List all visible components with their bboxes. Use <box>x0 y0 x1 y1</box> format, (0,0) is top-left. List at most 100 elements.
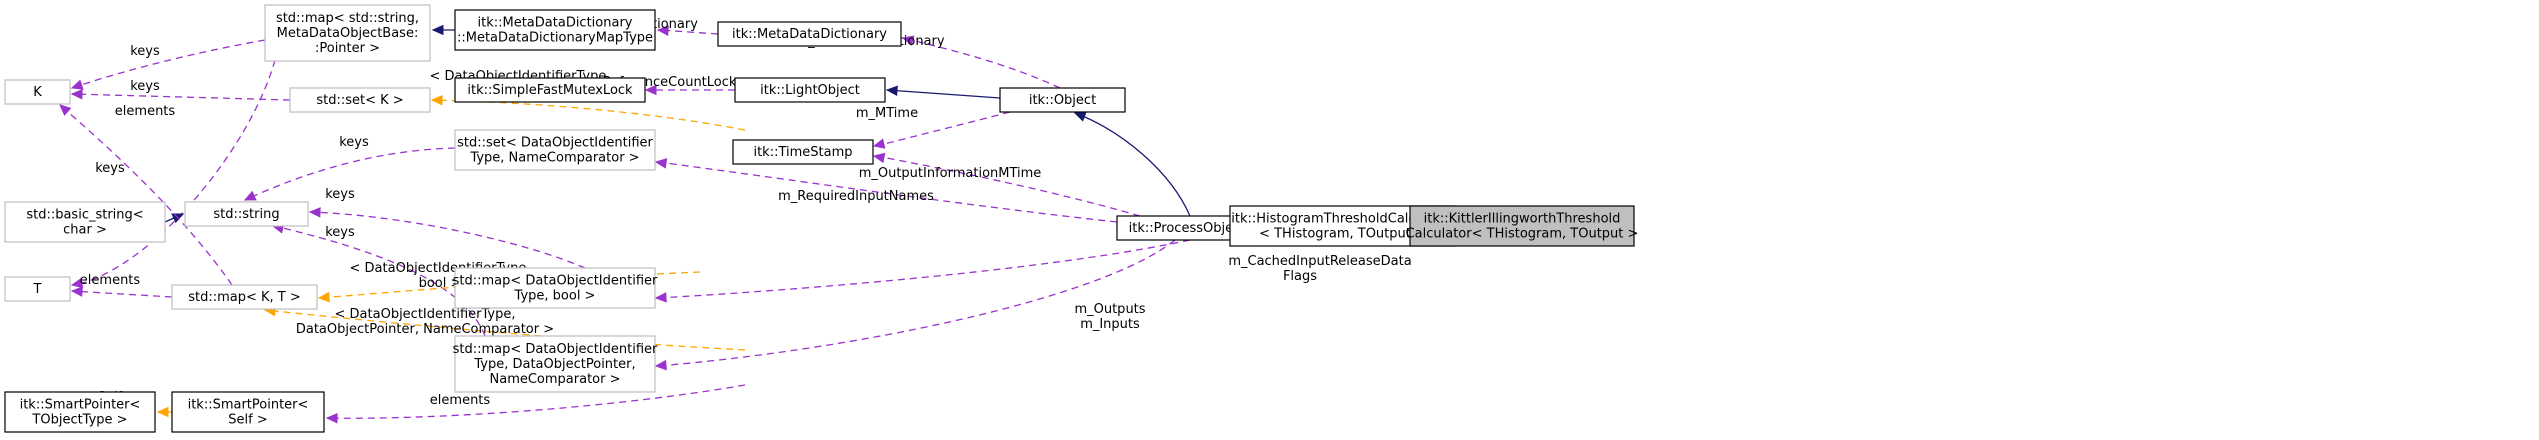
node-box <box>734 77 886 103</box>
edge-e-light-to-object <box>885 85 1001 99</box>
edge-line <box>1074 112 1191 217</box>
node-label: itk::HistogramThresholdCalculator <box>1231 212 1454 227</box>
node-box <box>184 201 309 227</box>
arrow-head <box>70 277 84 289</box>
node-box <box>171 391 325 433</box>
node-lightobject[interactable]: itk::LightObject <box>734 77 886 103</box>
arrow-head <box>654 292 667 303</box>
node-box <box>999 87 1126 113</box>
node-label: char > <box>63 223 107 238</box>
arrow-head <box>70 79 84 90</box>
node-label: itk::TimeStamp <box>753 145 852 160</box>
node-std-string: std::string <box>184 201 309 227</box>
node-label: std::basic_string< <box>26 208 143 223</box>
node-set-K: std::set< K > <box>289 87 431 113</box>
node-label: std::map< std::string, <box>276 11 419 26</box>
node-label: std::map< DataObjectIdentifier <box>453 342 658 357</box>
edge-label: keys <box>95 161 125 176</box>
edge-label: keys <box>325 187 355 202</box>
edge-label: keys <box>339 135 369 150</box>
arrow-head <box>656 25 669 36</box>
node-box <box>1409 205 1635 247</box>
edge-label: bool > <box>419 276 462 291</box>
node-K: K <box>4 79 71 105</box>
edge-label: elements <box>430 393 491 408</box>
edge-label: DataObjectPointer, NameComparator > <box>296 322 554 337</box>
node-box <box>4 276 71 302</box>
edge-label: m_MTime <box>856 106 918 121</box>
edge-e-setK-keys-K: keys <box>70 79 291 101</box>
node-label: itk::MetaDataDictionary <box>478 16 633 31</box>
arrow-head <box>325 412 338 424</box>
node-mdd-maptype[interactable]: itk::MetaDataDictionary::MetaDataDiction… <box>454 9 656 51</box>
node-label: TObjectType > <box>31 413 127 428</box>
node-label: std::set< DataObjectIdentifier <box>457 136 653 151</box>
arrow-head <box>243 190 257 201</box>
edge-line <box>886 89 1001 99</box>
edge-label: m_Outputs <box>1074 302 1145 317</box>
arrow-head <box>654 359 667 371</box>
arrow-head <box>430 94 443 106</box>
edge-label: m_Inputs <box>1080 317 1140 332</box>
node-label: itk::SmartPointer< <box>188 398 309 413</box>
edge-label: keys <box>130 44 160 59</box>
node-label: Calculator< THistogram, TOutput > <box>1406 227 1639 242</box>
edge-line <box>659 29 719 35</box>
edge-line <box>264 309 746 351</box>
node-box <box>454 9 656 51</box>
arrow-head <box>872 138 886 149</box>
node-timestamp[interactable]: itk::TimeStamp <box>732 139 874 165</box>
node-label: itk::MetaDataDictionary <box>732 27 887 42</box>
node-label: itk::Object <box>1029 93 1096 108</box>
node-label: Type, bool > <box>514 289 596 304</box>
node-label: Type, DataObjectPointer, <box>473 357 635 372</box>
edge-e-mapbool-keys-string: keys <box>308 187 586 269</box>
node-histthreshcalc[interactable]: itk::HistogramThresholdCalculator< THist… <box>1229 205 1456 247</box>
edge-label: keys <box>130 79 160 94</box>
edge-e-setdoid-required: m_RequiredInputNames <box>654 158 1118 223</box>
node-object[interactable]: itk::Object <box>999 87 1126 113</box>
node-label: std::set< K > <box>316 93 403 108</box>
node-box <box>264 4 431 62</box>
edge-e-basic-to-string <box>164 213 185 224</box>
edge-e-timestamp-mtime: m_MTime <box>856 106 1011 149</box>
node-kittler[interactable]: itk::KittlerIllingworthThresholdCalculat… <box>1406 205 1639 247</box>
node-label: K <box>33 85 42 100</box>
node-label: itk::SmartPointer< <box>20 398 141 413</box>
arrow-head <box>1073 111 1087 122</box>
node-smartpointer-T[interactable]: itk::SmartPointer<TObjectType > <box>4 391 156 433</box>
edge-e-map-elements-T: elements <box>70 59 276 289</box>
arrow-head <box>885 85 898 97</box>
node-label: itk::LightObject <box>760 83 860 98</box>
node-set-doid: std::set< DataObjectIdentifierType, Name… <box>454 129 656 171</box>
arrow-head <box>308 207 321 218</box>
arrow-head <box>70 286 83 297</box>
edge-line <box>657 161 1118 223</box>
arrow-head <box>654 158 668 169</box>
edge-line <box>71 290 173 298</box>
node-map-doid-dop: std::map< DataObjectIdentifierType, Data… <box>453 335 658 393</box>
node-metadatadictionary[interactable]: itk::MetaDataDictionary <box>717 21 902 47</box>
node-label: Self > <box>228 413 267 428</box>
node-map-K-T: std::map< K, T > <box>171 284 318 310</box>
edge-e-mapKT-template-dop: < DataObjectIdentifierType,DataObjectPoi… <box>263 305 746 351</box>
edge-line <box>326 384 746 419</box>
arrow-head <box>70 89 83 100</box>
node-box <box>454 129 656 171</box>
arrow-head <box>431 24 444 36</box>
node-label: itk::ProcessObject <box>1129 221 1246 236</box>
node-label: Type, NameComparator > <box>469 151 639 166</box>
node-label: < THistogram, TOutput > <box>1259 227 1426 242</box>
node-map-string-mdob: std::map< std::string,MetaDataObjectBase… <box>264 4 431 62</box>
node-simplefastmutexlock[interactable]: itk::SimpleFastMutexLock <box>454 77 646 103</box>
arrow-head <box>644 84 657 96</box>
node-smartpointer-self[interactable]: itk::SmartPointer<Self > <box>171 391 325 433</box>
node-label: std::map< K, T > <box>188 290 301 305</box>
edge-label: elements <box>115 104 176 119</box>
node-box <box>454 335 656 393</box>
node-label: itk::KittlerIllingworthThreshold <box>1424 212 1621 227</box>
node-map-doid-bool: std::map< DataObjectIdentifierType, bool… <box>453 267 658 309</box>
